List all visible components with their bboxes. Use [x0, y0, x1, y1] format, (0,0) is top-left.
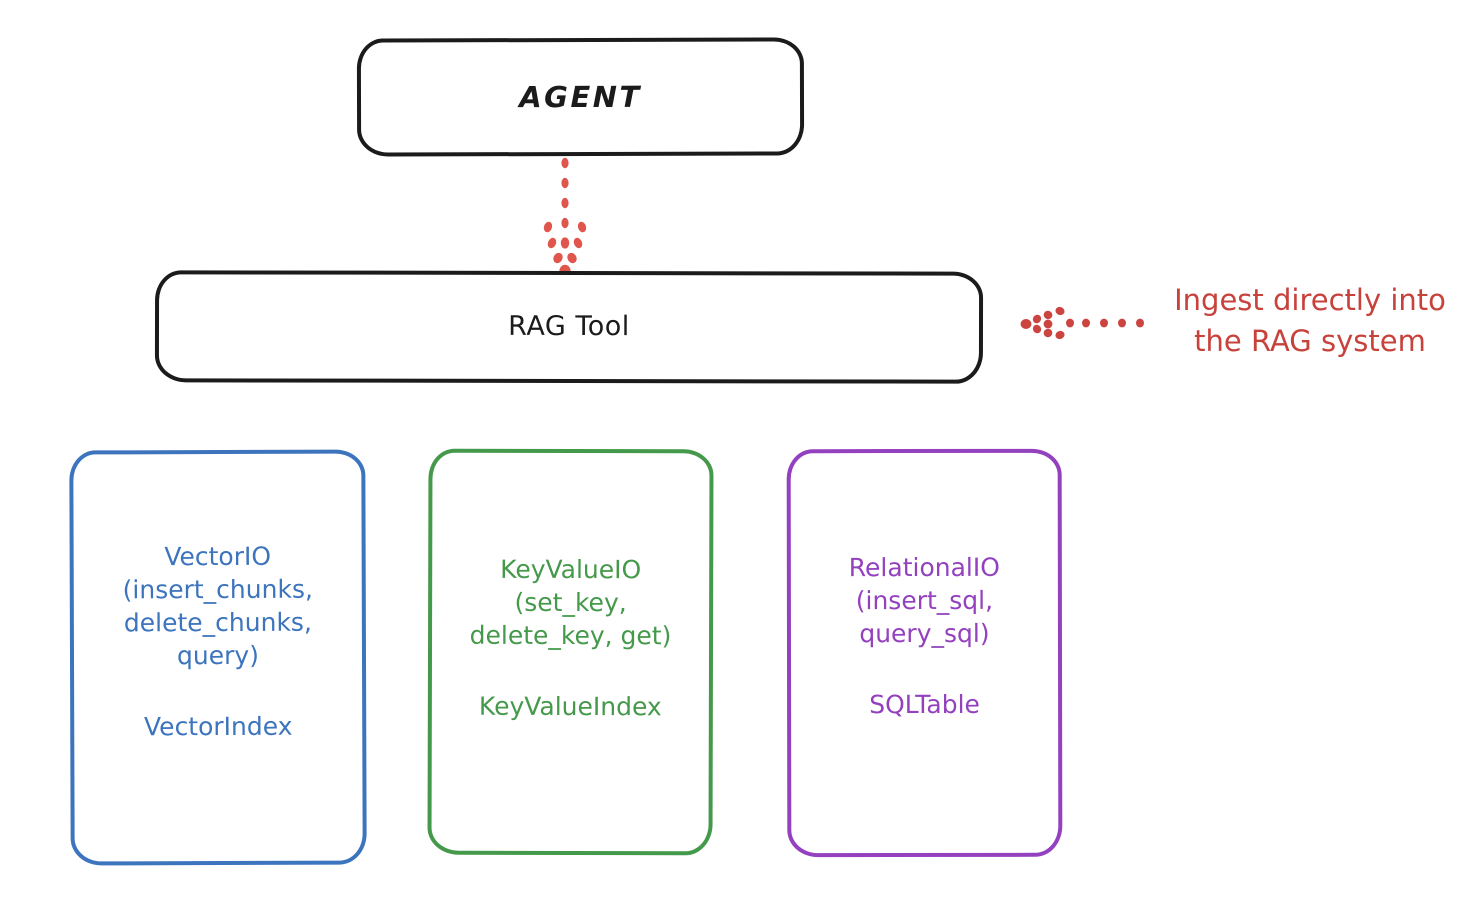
node-relational-io[interactable]: RelationalIO (insert_sql, query_sql) SQL… [786, 448, 1063, 858]
node-relational-io-index-label: SQLTable [869, 689, 980, 720]
node-vector-io-body: VectorIO (insert_chunks, delete_chunks, … [73, 453, 362, 743]
node-vector-io-api-label: VectorIO (insert_chunks, delete_chunks, … [122, 541, 313, 671]
node-relational-io-api-label: RelationalIO (insert_sql, query_sql) [848, 552, 1000, 649]
node-key-value-io[interactable]: KeyValueIO (set_key, delete_key, get) Ke… [427, 448, 714, 856]
node-key-value-io-body: KeyValueIO (set_key, delete_key, get) Ke… [432, 453, 710, 724]
node-relational-io-body: RelationalIO (insert_sql, query_sql) SQL… [791, 453, 1058, 721]
node-vector-io-index-label: VectorIndex [143, 711, 293, 742]
node-key-value-io-api-label: KeyValueIO (set_key, delete_key, get) [469, 554, 672, 651]
annotation-ingest-text: Ingest directly into the RAG system [1174, 283, 1446, 359]
connector-agent-to-rag-tool [543, 157, 587, 278]
node-agent-label: AGENT [519, 79, 642, 115]
node-agent[interactable]: AGENT [356, 37, 805, 157]
node-vector-io[interactable]: VectorIO (insert_chunks, delete_chunks, … [69, 449, 367, 866]
connector-ingest-pointer [1020, 306, 1144, 340]
node-key-value-io-index-label: KeyValueIndex [478, 691, 662, 722]
node-rag-tool[interactable]: RAG Tool [154, 270, 984, 384]
node-rag-tool-label: RAG Tool [508, 311, 630, 343]
